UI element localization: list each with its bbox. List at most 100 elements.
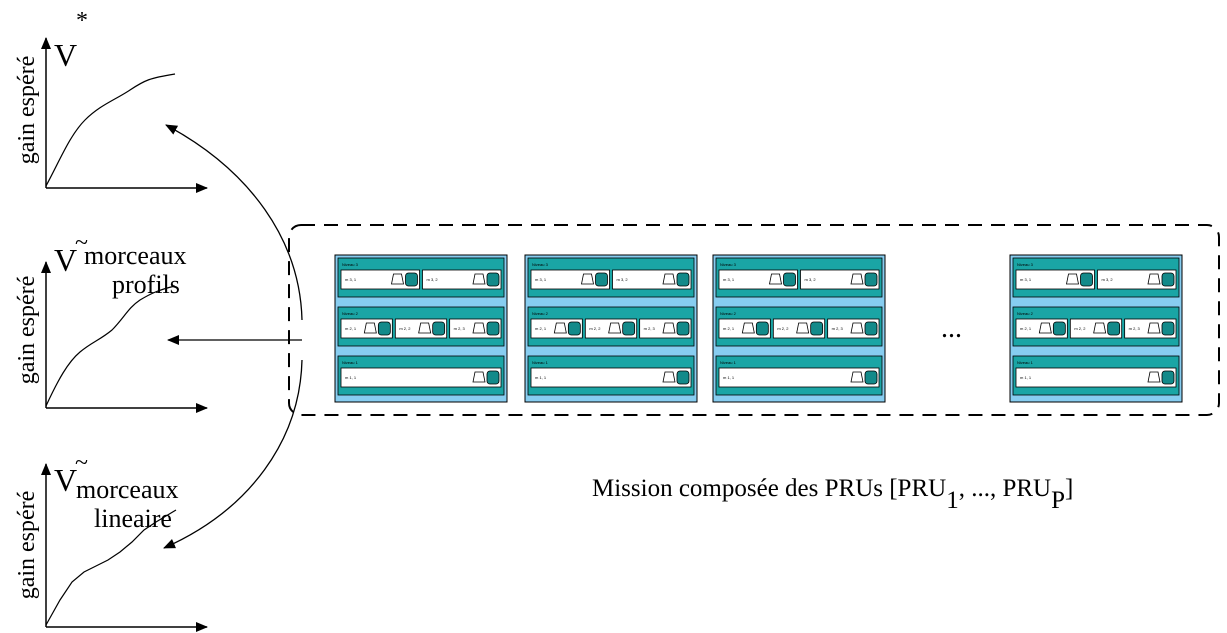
module-box: m 3, 1 (340, 269, 420, 290)
graph-1-value-symbol: V (54, 37, 77, 73)
module-rect (718, 367, 880, 388)
module-box: m 2, 2 (584, 318, 638, 339)
pru-level: Niveau 3 m 3, 1 m 3, 2 (715, 257, 883, 298)
graph-v-star: gain espéré V * (14, 8, 208, 193)
module-box: m 2, 2 (772, 318, 826, 339)
teal-square-icon (567, 321, 581, 336)
module-label: m 1, 1 (535, 375, 547, 380)
level-label: Niveau 1 (342, 360, 359, 365)
pru-level: Niveau 1 m 1, 1 (337, 355, 505, 396)
teal-square-icon (595, 272, 608, 287)
level-label: Niveau 2 (342, 311, 359, 316)
teal-square-icon (405, 272, 418, 287)
module-box: m 2, 3 (639, 318, 692, 339)
graph-3-curve (45, 509, 177, 626)
graph-1-ylabel: gain espéré (14, 56, 40, 165)
arrow-to-graph-3 (163, 359, 303, 549)
module-label: m 2, 2 (589, 326, 601, 331)
pru-level: Niveau 3 m 3, 1 m 3, 2 (527, 257, 695, 298)
teal-square-icon (676, 321, 690, 336)
level-label: Niveau 3 (532, 262, 549, 267)
trapezoid-icon (418, 322, 432, 334)
module-label: m 3, 2 (805, 277, 817, 282)
teal-square-icon (1080, 272, 1093, 287)
module-box: m 2, 1 (718, 318, 771, 339)
module-label: m 2, 2 (1074, 326, 1086, 331)
trapezoid-icon (662, 371, 676, 383)
module-label: m 2, 1 (535, 326, 547, 331)
module-box: m 2, 2 (394, 318, 448, 339)
module-label: m 2, 3 (644, 326, 656, 331)
graph-2-curve (45, 285, 176, 407)
trapezoid-icon (472, 322, 486, 334)
trapezoid-icon (363, 322, 377, 334)
module-label: m 3, 2 (617, 277, 629, 282)
graph-1-curve (45, 73, 176, 187)
graph-2-label-line1: morceaux (84, 241, 187, 270)
graph-2-ylabel: gain espéré (14, 276, 40, 385)
teal-square-icon (1161, 272, 1175, 287)
trapezoid-icon (1066, 273, 1079, 285)
graph-v-tilde-lineaire: gain espéré V ~ morceaux lineaire (14, 450, 208, 632)
trapezoid-icon (662, 273, 676, 285)
module-box: m 3, 2 (422, 269, 502, 290)
module-label: m 3, 1 (1020, 277, 1032, 282)
graph-v-tilde-profils: gain espéré V ~ morceaux profils (14, 230, 208, 413)
module-rect (530, 367, 692, 388)
mission-caption: Mission composée des PRUs [PRU1, ..., PR… (592, 475, 1073, 514)
teal-square-icon (810, 321, 824, 336)
module-label: m 1, 1 (1020, 375, 1032, 380)
module-rect (1015, 367, 1177, 388)
trapezoid-icon (850, 322, 864, 334)
trapezoid-icon (1147, 371, 1161, 383)
teal-square-icon (783, 272, 796, 287)
teal-square-icon (864, 272, 878, 287)
teal-square-icon (622, 321, 636, 336)
level-label: Niveau 1 (532, 360, 549, 365)
teal-square-icon (676, 272, 690, 287)
module-label: m 2, 3 (1129, 326, 1141, 331)
module-label: m 2, 1 (345, 326, 357, 331)
graph-3-superscript: ~ (75, 450, 88, 476)
teal-square-icon (676, 370, 690, 385)
module-label: m 1, 1 (345, 375, 357, 380)
graph-3-label-line2: lineaire (94, 504, 172, 533)
trapezoid-icon (391, 273, 404, 285)
module-box: m 3, 1 (718, 269, 798, 290)
graph-3-ylabel: gain espéré (14, 491, 40, 600)
pru-ellipsis: ... (941, 313, 962, 344)
trapezoid-icon (1038, 322, 1052, 334)
trapezoid-icon (850, 273, 864, 285)
level-label: Niveau 3 (720, 262, 737, 267)
pru-level: Niveau 1m 1, 1 (1012, 355, 1180, 396)
graph-2-superscript: ~ (75, 230, 88, 256)
module-box: m 3, 1 (1015, 269, 1095, 290)
module-label: m 2, 2 (777, 326, 789, 331)
module-box: m 3, 2 (612, 269, 692, 290)
module-label: m 3, 1 (535, 277, 547, 282)
level-label: Niveau 2 (532, 311, 549, 316)
module-box: m 2, 3 (1124, 318, 1177, 339)
graph-2-value-symbol: V (54, 242, 77, 278)
module-box: m 2, 1 (530, 318, 583, 339)
mission-caption-sub-last: P (1051, 487, 1065, 514)
module-label: m 3, 2 (427, 277, 439, 282)
pru-level: Niveau 1 m 1, 1 (527, 355, 695, 396)
teal-square-icon (1161, 370, 1175, 385)
module-box: m 3, 2 (1097, 269, 1177, 290)
mission-frame (288, 224, 1220, 416)
trapezoid-icon (581, 273, 594, 285)
module-box: m 1, 1 (1015, 367, 1177, 388)
module-rect (340, 367, 502, 388)
teal-square-icon (486, 321, 500, 336)
module-label: m 2, 3 (832, 326, 844, 331)
module-box: m 1, 1 (340, 367, 502, 388)
mission-caption-separator: , ..., PRU (959, 475, 1051, 502)
trapezoid-icon (796, 322, 810, 334)
